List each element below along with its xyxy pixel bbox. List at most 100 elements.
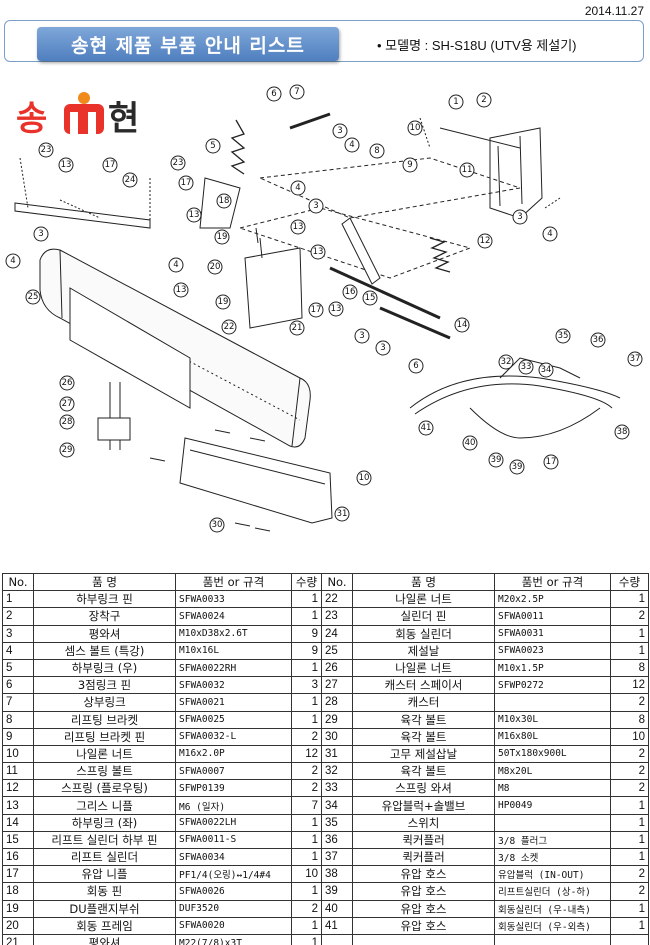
callout-5: 5 bbox=[205, 138, 221, 154]
header-no-right: No. bbox=[321, 572, 353, 592]
part-code: 리프트실린더 (상-하) bbox=[494, 882, 611, 901]
part-name: 장착구 bbox=[33, 607, 176, 626]
part-code: 유압블럭 (IN-OUT) bbox=[494, 865, 611, 884]
callout-25: 25 bbox=[25, 289, 41, 305]
part-code: SFWA0033 bbox=[175, 590, 292, 609]
part-code: M8 bbox=[494, 779, 611, 798]
callout-26: 26 bbox=[59, 375, 75, 391]
part-no: 35 bbox=[321, 813, 353, 832]
callout-4d: 4 bbox=[290, 180, 306, 196]
svg-text:28: 28 bbox=[62, 417, 73, 427]
part-code: 회동실린더 (우-외측) bbox=[494, 916, 611, 935]
part-qty: 1 bbox=[291, 882, 322, 901]
svg-text:19: 19 bbox=[218, 297, 229, 307]
callout-14: 14 bbox=[454, 317, 470, 333]
callout-4b: 4 bbox=[5, 253, 21, 269]
logo-text-right: 현 bbox=[108, 99, 139, 139]
part-qty: 2 bbox=[291, 762, 322, 781]
part-qty: 2 bbox=[291, 899, 322, 918]
callout-3: 3 bbox=[332, 123, 348, 139]
callout-18: 18 bbox=[216, 193, 232, 209]
part-no: 9 bbox=[2, 727, 34, 746]
callout-19: 19 bbox=[214, 229, 230, 245]
part-name: 리프트 실린더 bbox=[33, 847, 176, 867]
part-no: 15 bbox=[2, 830, 34, 850]
part-qty: 1 bbox=[610, 813, 649, 832]
part-name: 평와셔 bbox=[33, 933, 176, 945]
callout-15: 15 bbox=[362, 290, 378, 306]
svg-text:4: 4 bbox=[10, 256, 15, 266]
svg-text:39: 39 bbox=[491, 455, 502, 465]
part-qty: 1 bbox=[291, 830, 322, 850]
svg-text:21: 21 bbox=[292, 323, 303, 333]
svg-text:29: 29 bbox=[62, 445, 73, 455]
part-no: 19 bbox=[2, 899, 34, 918]
part-code: SFWA0032-L bbox=[175, 727, 292, 746]
svg-text:1: 1 bbox=[453, 97, 458, 107]
part-code: SFWA0032 bbox=[175, 676, 292, 695]
part-name: 유압 호스 bbox=[352, 899, 495, 918]
svg-text:13: 13 bbox=[293, 222, 304, 232]
header-qty-right: 수량 bbox=[610, 572, 649, 592]
part-name: 유압 호스 bbox=[352, 916, 495, 935]
part-qty: 2 bbox=[610, 744, 649, 764]
callout-39b: 39 bbox=[509, 459, 525, 475]
part-no: 21 bbox=[2, 933, 34, 945]
part-no: 34 bbox=[321, 796, 353, 815]
svg-text:3: 3 bbox=[337, 126, 342, 136]
callout-38: 38 bbox=[614, 424, 630, 440]
part-code: M6 (일자) bbox=[175, 796, 292, 815]
part-name: 하부링크 (좌) bbox=[33, 813, 176, 832]
part-code: 3/8 플러그 bbox=[494, 830, 611, 850]
part-name: 퀵커플러 bbox=[352, 830, 495, 850]
part-qty: 2 bbox=[291, 779, 322, 798]
part-code: PF1/4(오링)↔1/4#4 bbox=[175, 865, 292, 884]
part-name: 하부링크 (우) bbox=[33, 658, 176, 678]
part-qty: 2 bbox=[610, 779, 649, 798]
part-no: 36 bbox=[321, 830, 353, 850]
part-no: 7 bbox=[2, 693, 34, 712]
part-code: SFWA0011 bbox=[494, 607, 611, 626]
part-name: 유압 호스 bbox=[352, 865, 495, 884]
part-qty: 2 bbox=[610, 693, 649, 712]
callout-9: 9 bbox=[402, 157, 418, 173]
svg-text:17: 17 bbox=[311, 305, 322, 315]
part-name: 나일론 너트 bbox=[33, 744, 176, 764]
svg-text:40: 40 bbox=[465, 438, 476, 448]
part-code: M10x16L bbox=[175, 641, 292, 660]
callout-3f: 3 bbox=[375, 340, 391, 356]
callout-39: 39 bbox=[488, 452, 504, 468]
svg-text:3: 3 bbox=[380, 343, 385, 353]
callout-21: 21 bbox=[289, 320, 305, 336]
part-name: 나일론 너트 bbox=[352, 658, 495, 678]
part-name: 육각 볼트 bbox=[352, 762, 495, 781]
part-qty: 2 bbox=[610, 882, 649, 901]
svg-text:37: 37 bbox=[630, 354, 641, 364]
svg-text:16: 16 bbox=[345, 287, 356, 297]
part-name: 리프팅 브라켓 bbox=[33, 710, 176, 729]
document-title: 송현 제품 부품 안내 리스트 bbox=[37, 27, 339, 61]
callout-13c: 13 bbox=[290, 219, 306, 235]
callout-4: 4 bbox=[344, 137, 360, 153]
svg-text:24: 24 bbox=[125, 175, 136, 185]
part-qty: 12 bbox=[610, 676, 649, 695]
part-no: 18 bbox=[2, 882, 34, 901]
callout-17: 17 bbox=[178, 175, 194, 191]
callout-31: 31 bbox=[334, 506, 350, 522]
part-no: 39 bbox=[321, 882, 353, 901]
svg-text:11: 11 bbox=[462, 165, 473, 175]
svg-text:10: 10 bbox=[359, 473, 370, 483]
part-no: 30 bbox=[321, 727, 353, 746]
svg-text:17: 17 bbox=[181, 178, 192, 188]
part-no: 1 bbox=[2, 590, 34, 609]
part-name: 캐스터 bbox=[352, 693, 495, 712]
callout-29: 29 bbox=[59, 442, 75, 458]
callout-6: 6 bbox=[266, 86, 282, 102]
company-logo: 송 현 bbox=[16, 92, 139, 139]
callout-13f: 13 bbox=[310, 244, 326, 260]
